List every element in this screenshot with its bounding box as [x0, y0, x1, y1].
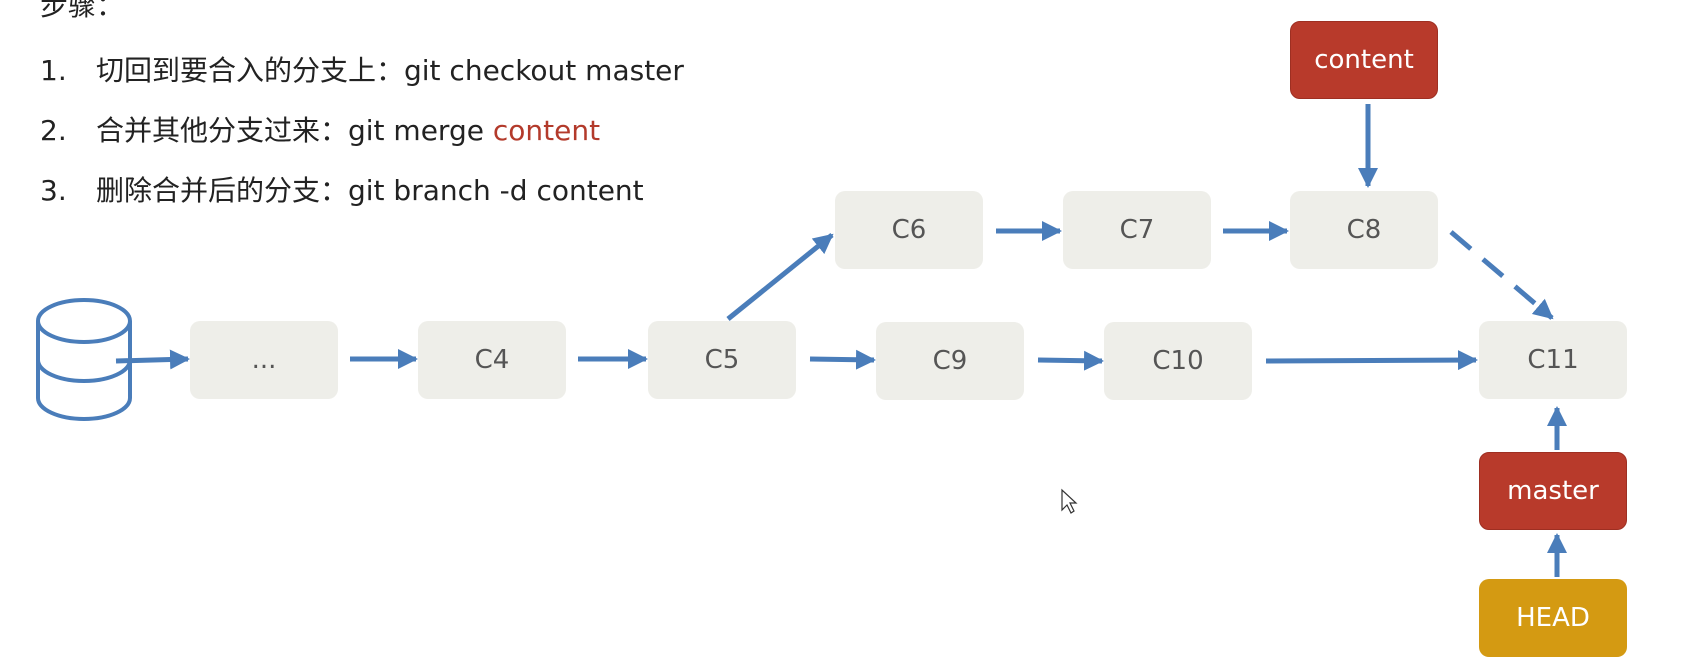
step-2-highlight: content	[492, 114, 601, 147]
commit-node-c5: C5	[648, 321, 796, 399]
edge-c10-to-c11	[1265, 350, 1478, 371]
branch-label-master: master	[1479, 452, 1627, 530]
step-1: 1. 切回到要合入的分支上：git checkout master	[40, 51, 684, 91]
step-2-number: 2.	[40, 114, 67, 147]
commit-node-c7: C7	[1063, 191, 1211, 269]
edge-repo-to-dots	[115, 349, 190, 370]
commit-node-dots: ...	[190, 321, 338, 399]
step-3: 3. 删除合并后的分支：git branch -d content	[40, 171, 644, 211]
edge-c5-to-c6	[726, 233, 834, 321]
commit-node-c10: C10	[1104, 322, 1252, 400]
commit-node-c4: C4	[418, 321, 566, 399]
edge-c5-to-c9	[809, 349, 876, 370]
step-1-number: 1.	[40, 54, 67, 87]
step-2: 2. 合并其他分支过来：git merge content	[40, 111, 600, 151]
commit-node-c8: C8	[1290, 191, 1438, 269]
edge-c8-to-c11-merge	[1449, 230, 1554, 320]
commit-node-c9: C9	[876, 322, 1024, 400]
steps-heading: 步骤：	[40, 0, 125, 22]
commit-node-c11: C11	[1479, 321, 1627, 399]
commit-node-c6: C6	[835, 191, 983, 269]
cursor-icon	[1061, 488, 1078, 514]
step-3-text: 删除合并后的分支：git branch -d content	[96, 174, 644, 207]
edge-c9-to-c10	[1037, 350, 1104, 371]
step-1-text: 切回到要合入的分支上：git checkout master	[96, 54, 684, 87]
step-2-text: 合并其他分支过来：git merge	[96, 114, 493, 147]
branch-label-content: content	[1290, 21, 1438, 99]
database-icon	[36, 298, 132, 421]
head-pointer-label: HEAD	[1479, 579, 1627, 657]
step-3-number: 3.	[40, 174, 67, 207]
